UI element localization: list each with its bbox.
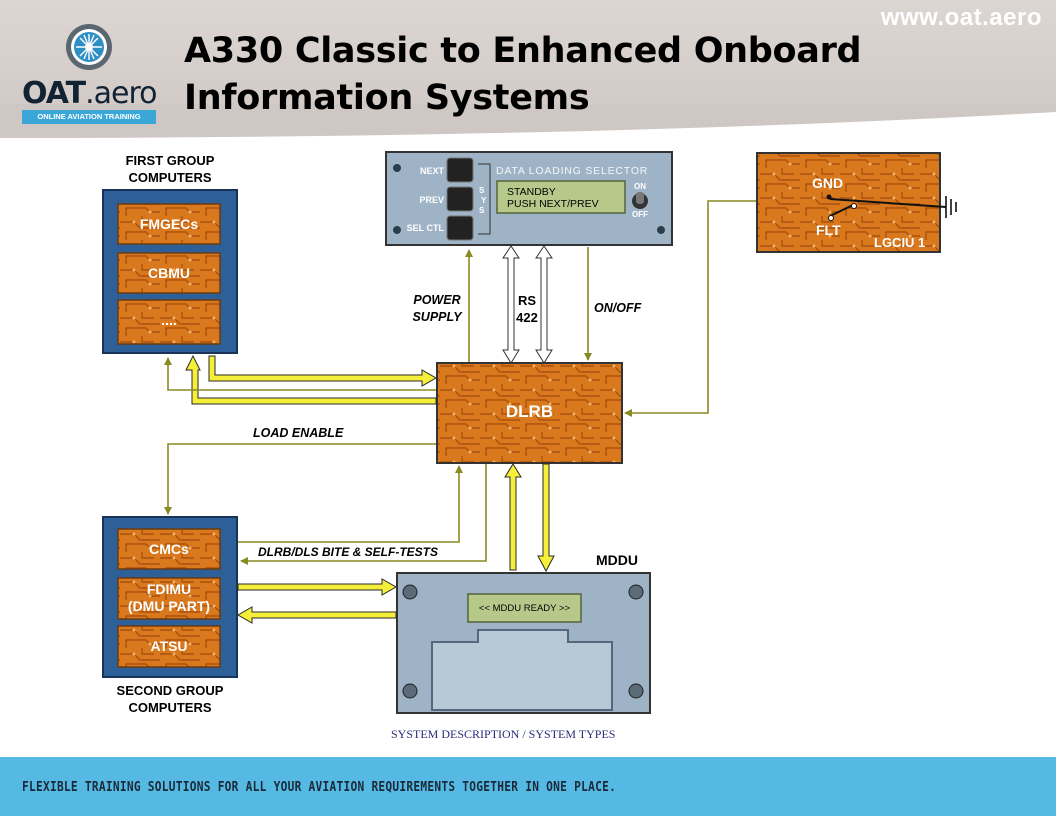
atsu-label: ATSU — [150, 638, 188, 654]
atsu-board — [117, 625, 221, 668]
cbmu-board — [117, 252, 221, 294]
sys-s1: S — [479, 186, 485, 195]
mddu-screw-tr — [628, 584, 644, 600]
dlrb-label: DLRB — [505, 402, 554, 421]
mddu-screw-bl — [402, 683, 418, 699]
bite-label: DLRB/DLS BITE & SELF-TESTS — [258, 545, 438, 559]
lgciu-name-label: LGCIU 1 — [874, 235, 926, 250]
load-enable-label: LOAD ENABLE — [253, 426, 344, 440]
prev-button[interactable] — [446, 186, 474, 212]
oat-logo: OAT.aero ONLINE AVIATION TRAINING — [18, 22, 160, 128]
turbine-logo-icon — [66, 24, 112, 70]
fmgecs-label: FMGECs — [139, 216, 199, 232]
fmgecs-board — [117, 203, 221, 245]
caption: SYSTEM DESCRIPTION / SYSTEM TYPES — [391, 727, 616, 741]
dlrb-board — [436, 362, 623, 464]
header-curve — [0, 104, 1056, 164]
prev-label: PREV — [419, 195, 444, 205]
lgciu-gnd-label: GND — [812, 175, 844, 191]
mddu-display — [467, 593, 582, 623]
mddu-screw-tl — [402, 584, 418, 600]
rs422-arrows — [502, 245, 553, 364]
lgciu-pivot — [851, 203, 857, 209]
ground-symbol-icon — [945, 196, 957, 218]
lgciu-flt-contact — [828, 215, 834, 221]
sel-ctl-label: SEL CTL — [406, 223, 444, 233]
sel-ctl-button[interactable] — [446, 215, 474, 241]
sys-s2: S — [479, 206, 485, 215]
logo-tagline: ONLINE AVIATION TRAINING — [22, 110, 156, 124]
website-url[interactable]: www.oat.aero — [880, 4, 1042, 31]
next-label: NEXT — [419, 166, 444, 176]
fdimu-label: FDIMU(DMU PART) — [127, 581, 211, 614]
fdimu-board — [117, 577, 221, 620]
dls-title: DATA LOADING SELECTOR — [496, 165, 649, 177]
on-off-label: ON/OFF — [594, 301, 642, 315]
mddu-display-text: << MDDU READY >> — [478, 603, 571, 614]
switch-on-label: ON — [634, 182, 646, 191]
mddu-title: MDDU — [596, 552, 638, 568]
sys-y: Y — [481, 196, 487, 205]
page-title: A330 Classic to Enhanced Onboard Informa… — [184, 31, 862, 118]
cbmu-label: CBMU — [148, 265, 190, 281]
dls-display-line-1: STANDBY — [507, 186, 556, 198]
cmcs-label: CMCs — [149, 541, 189, 557]
cmcs-board — [117, 528, 221, 570]
dls-screw-left — [393, 164, 401, 172]
dls-screw-right — [657, 226, 665, 234]
sys-bracket — [478, 163, 491, 235]
more-board — [117, 299, 221, 345]
next-button[interactable] — [446, 157, 474, 183]
on-off-switch-lever — [636, 192, 644, 204]
dls-display — [496, 180, 626, 214]
dls-display-line-2: PUSH NEXT/PREV — [507, 198, 599, 210]
lgciu-ground-wire — [829, 198, 947, 208]
more-label: .... — [161, 312, 177, 328]
lgciu-board — [756, 152, 941, 253]
signal-lines — [164, 200, 756, 565]
dls-screw-left-bottom — [393, 226, 401, 234]
mddu-disk-slot — [431, 629, 613, 711]
switch-off-label: OFF — [632, 210, 648, 219]
lgciu-flt-label: FLT — [816, 222, 841, 238]
footer-band — [0, 757, 1056, 816]
lgciu-switch-arm — [829, 204, 854, 217]
mddu-screw-br — [628, 683, 644, 699]
footer-tagline: FLEXIBLE TRAINING SOLUTIONS FOR ALL YOUR… — [22, 780, 617, 795]
logo-wordmark: OAT.aero — [22, 76, 157, 111]
bus-arrows — [185, 354, 555, 624]
lgciu-gnd-contact — [826, 194, 832, 200]
